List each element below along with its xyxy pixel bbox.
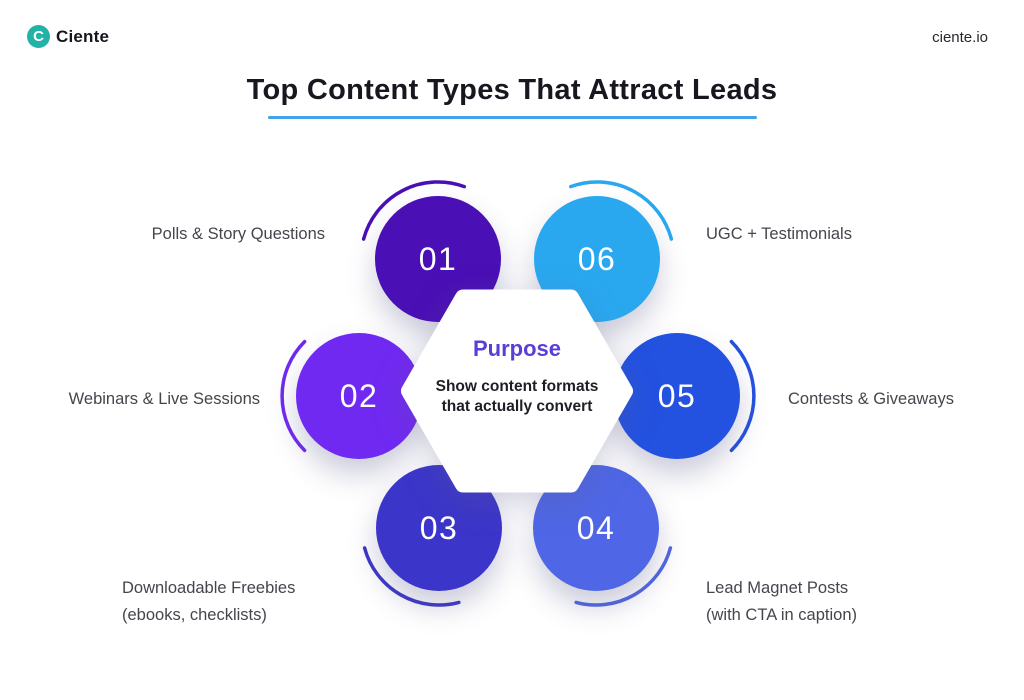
ciente-logo-icon: C [27,25,50,48]
node-02-circle: 02 [296,333,422,459]
label-webinars-live-sessions: Webinars & Live Sessions [68,390,260,408]
purpose-heading: Purpose [472,336,562,361]
label-contests-giveaways: Contests & Giveaways [788,390,954,408]
node-02: 02 [274,311,444,481]
purpose-line-1: Show content formats [435,378,599,395]
label-lead-magnet-posts: Lead Magnet Posts (with CTA in caption) [706,579,857,624]
node-05-number: 05 [657,377,697,414]
page-title: Top Content Types That Attract Leads [246,74,778,106]
node-03-arc [362,546,461,607]
label-ugc-testimonials: UGC + Testimonials [706,225,852,243]
center-hexagon [401,289,633,493]
node-03-circle: 03 [376,465,502,591]
node-04-number: 04 [576,509,616,546]
center-text: Purpose Show content formats that actual… [402,336,632,417]
site-url: ciente.io [932,29,988,46]
node-01-arc [361,180,467,241]
ciente-logo-text: Ciente [56,26,110,46]
node-03: 03 [354,443,524,613]
label-downloadable-freebies: Downloadable Freebies (ebooks, checklist… [122,579,296,624]
node-02-number: 02 [339,377,379,414]
title-underline [268,116,757,119]
node-04-circle: 04 [533,465,659,591]
ciente-logo: C Ciente [27,25,109,48]
node-05-arc [729,339,756,453]
node-04: 04 [511,443,681,613]
node-05: 05 [592,311,762,481]
node-06-arc [568,180,674,241]
node-02-arc [280,339,307,453]
node-04-arc [574,546,673,607]
node-06-number: 06 [577,240,617,277]
label-polls-story-questions: Polls & Story Questions [151,225,325,243]
node-03-number: 03 [419,509,459,546]
node-01-number: 01 [418,240,458,277]
purpose-line-2: that actually convert [441,398,593,415]
node-05-circle: 05 [614,333,740,459]
